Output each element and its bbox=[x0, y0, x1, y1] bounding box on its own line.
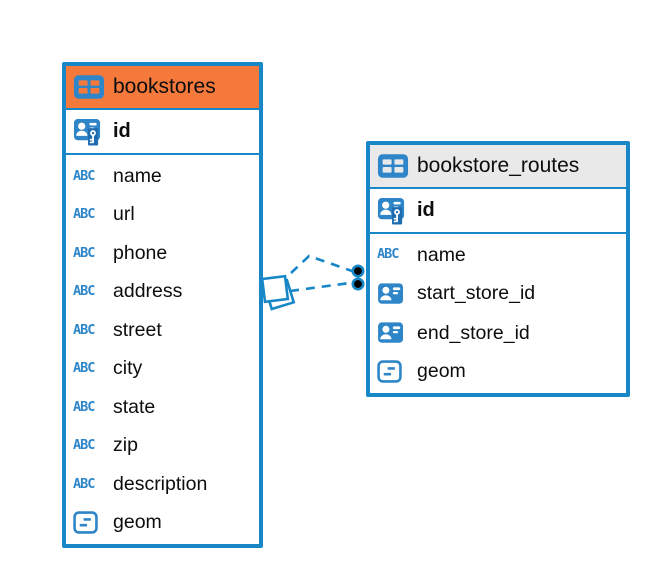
text-type-icon: ABC bbox=[73, 167, 95, 184]
column-name: phone bbox=[113, 241, 168, 264]
column-name: name bbox=[113, 164, 162, 187]
column-row-zip[interactable]: ABC zip bbox=[66, 434, 259, 457]
column-row-address[interactable]: ABC address bbox=[66, 280, 259, 303]
column-row-url[interactable]: ABC url bbox=[66, 203, 259, 226]
table-title: bookstore_routes bbox=[417, 154, 580, 177]
column-name: address bbox=[113, 280, 183, 303]
column-name: street bbox=[113, 318, 162, 341]
text-type-icon: ABC bbox=[73, 398, 95, 415]
column-name: geom bbox=[113, 511, 162, 534]
relationship-line-end-store bbox=[289, 281, 351, 293]
column-name: id bbox=[113, 120, 131, 142]
text-type-icon: ABC bbox=[73, 437, 95, 453]
table-header-bookstores[interactable]: bookstores bbox=[66, 66, 259, 110]
column-row-name[interactable]: ABC name bbox=[66, 165, 259, 188]
column-row-phone[interactable]: ABC phone bbox=[66, 242, 259, 265]
text-type-icon: ABC bbox=[73, 360, 95, 376]
column-row-id[interactable]: id bbox=[370, 189, 626, 234]
column-row-description[interactable]: ABC description bbox=[66, 473, 259, 496]
text-type-icon: ABC bbox=[73, 475, 95, 492]
table-header-bookstore-routes[interactable]: bookstore_routes bbox=[370, 145, 626, 189]
column-row-city[interactable]: ABC city bbox=[66, 357, 259, 380]
text-type-icon: ABC bbox=[73, 283, 95, 299]
column-row-street[interactable]: ABC street bbox=[66, 319, 259, 342]
reference-type-icon bbox=[378, 283, 403, 304]
column-name: end_store_id bbox=[417, 321, 530, 344]
text-type-icon: ABC bbox=[73, 244, 95, 261]
geometry-type-icon bbox=[377, 360, 402, 384]
column-name: zip bbox=[113, 434, 138, 457]
column-name: name bbox=[417, 243, 466, 266]
text-type-icon: ABC bbox=[73, 206, 95, 222]
primary-key-icon bbox=[377, 196, 409, 226]
column-row-name[interactable]: ABC name bbox=[370, 244, 626, 267]
primary-key-icon bbox=[73, 117, 105, 147]
column-row-id[interactable]: id bbox=[66, 110, 259, 155]
column-name: description bbox=[113, 472, 208, 495]
table-icon bbox=[73, 74, 105, 100]
column-name: start_store_id bbox=[417, 282, 536, 305]
column-row-geom[interactable]: geom bbox=[66, 511, 259, 535]
column-row-end_store_id[interactable]: end_store_id bbox=[370, 321, 626, 345]
table-icon bbox=[377, 153, 409, 179]
column-row-state[interactable]: ABC state bbox=[66, 396, 259, 419]
relationship-line-start-store bbox=[290, 254, 353, 274]
text-type-icon: ABC bbox=[377, 246, 399, 263]
one-side-marker bbox=[351, 264, 365, 291]
column-name: url bbox=[113, 203, 135, 226]
many-side-marker bbox=[260, 274, 296, 311]
reference-type-icon bbox=[378, 322, 403, 343]
column-row-start_store_id[interactable]: start_store_id bbox=[370, 282, 626, 306]
table-title: bookstores bbox=[113, 75, 216, 98]
column-name: id bbox=[417, 199, 435, 221]
table-bookstore-routes[interactable]: bookstore_routes id AB bbox=[366, 141, 630, 397]
column-row-geom[interactable]: geom bbox=[370, 360, 626, 384]
text-type-icon: ABC bbox=[73, 321, 95, 338]
column-name: city bbox=[113, 357, 143, 380]
geometry-type-icon bbox=[73, 511, 98, 535]
column-name: state bbox=[113, 395, 156, 418]
column-name: geom bbox=[417, 360, 466, 383]
